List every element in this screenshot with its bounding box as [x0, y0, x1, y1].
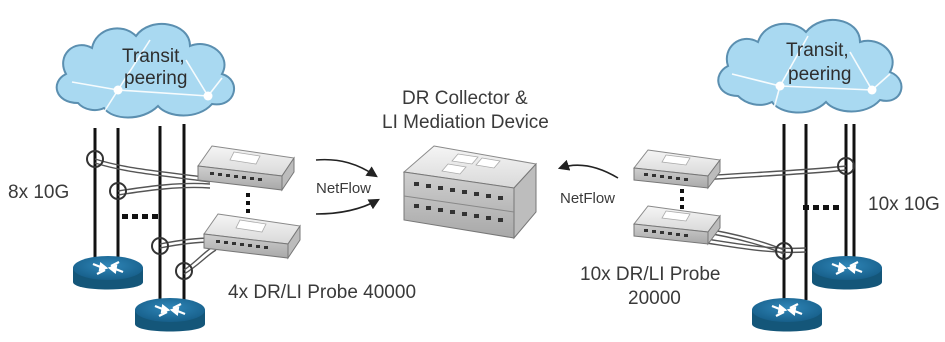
right-links [782, 124, 856, 300]
probe-device-icon [633, 149, 721, 190]
cloud-left [55, 22, 235, 119]
tap-ring [109, 182, 127, 200]
cloud-right [717, 18, 903, 114]
tap-ring [86, 150, 104, 168]
cloud-right-label-line1: Transit, [786, 40, 849, 61]
left-taps [86, 150, 193, 280]
tap-ring [837, 157, 855, 175]
router-icon [73, 256, 143, 290]
collector-server-icon [402, 145, 537, 240]
cloud-right-mesh [731, 35, 891, 109]
tap-ring [775, 242, 793, 260]
netflow-label-right: NetFlow [560, 190, 616, 207]
right-taps [775, 157, 855, 260]
probe-device-icon [203, 213, 301, 260]
right-probes-label-line1: 10x DR/LI Probe [580, 264, 721, 285]
tap-ring [151, 237, 169, 255]
right-probes-label-line2: 20000 [628, 288, 681, 309]
probe-stack-dots [680, 189, 684, 209]
right-links-label: 10x 10G [868, 194, 940, 215]
netflow-arrow-right [557, 159, 619, 179]
probe-stack-dots [246, 193, 250, 213]
tap-ring [175, 262, 193, 280]
cloud-left-mesh [71, 39, 223, 113]
left-probes-label: 4x DR/LI Probe 40000 [228, 282, 417, 303]
right-tap-fibers [699, 165, 847, 255]
right-ellipsis [803, 205, 839, 210]
probe-device-icon [197, 145, 295, 192]
router-icon [752, 298, 822, 332]
router-icon [812, 256, 882, 290]
collector-label-line2: LI Mediation Device [382, 112, 549, 133]
netflow-arrows [315, 158, 619, 215]
collector-label-line1: DR Collector & [402, 88, 528, 109]
router-icon [135, 298, 205, 332]
cloud-left-label-line2: peering [124, 68, 188, 89]
netflow-label-left: NetFlow [316, 180, 372, 197]
left-ellipsis [122, 214, 158, 219]
left-links-label: 8x 10G [8, 182, 70, 203]
cloud-right-label-line2: peering [788, 64, 852, 85]
cloud-left-label-line1: Transit, [122, 46, 185, 67]
probe-device-icon [633, 205, 721, 246]
left-tap-fibers [94, 158, 217, 275]
netflow-arrow-left-bottom [315, 198, 380, 215]
netflow-arrow-left-top [315, 158, 378, 178]
